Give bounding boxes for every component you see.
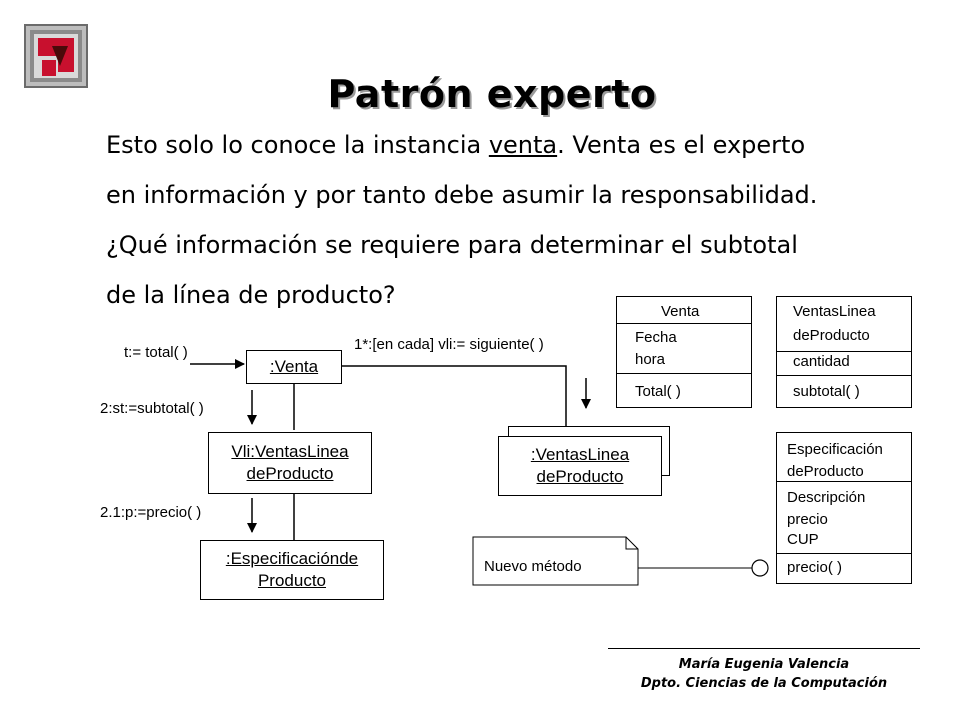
- class-vl-op-subtotal: subtotal( ): [793, 383, 860, 400]
- msg-total: t:= total( ): [124, 344, 188, 361]
- para-line-1a: Esto solo lo conoce la instancia: [106, 131, 489, 159]
- note-shape: [472, 536, 639, 586]
- class-vl-name-2: deProducto: [793, 327, 870, 344]
- class-esp-name-2: deProducto: [787, 463, 864, 480]
- class-venta-attr-fecha: Fecha: [635, 329, 677, 346]
- para-line-1: Esto solo lo conoce la instancia venta. …: [106, 120, 926, 170]
- logo-icon: [24, 24, 88, 88]
- para-line-4: de la línea de producto?: [106, 281, 396, 309]
- class-esp-op-precio: precio( ): [787, 559, 843, 576]
- class-vl-attr-cantidad: cantidad: [793, 353, 850, 370]
- class-esp-attr-descripcion: Descripción: [787, 489, 866, 506]
- para-line-2: en información y por tanto debe asumir l…: [106, 181, 818, 209]
- link-venta-multi: [340, 365, 567, 426]
- obj-vli: Vli:VentasLinea deProducto: [208, 432, 372, 494]
- obj-multi-line2: deProducto: [536, 467, 624, 486]
- obj-venta-label: :Venta: [269, 357, 319, 376]
- obj-venta: :Venta: [246, 350, 342, 384]
- class-especificacion: Especificación deProducto Descripción pr…: [776, 432, 912, 584]
- footer-author: María Eugenia Valencia: [678, 657, 850, 672]
- obj-espec-line2: Producto: [257, 571, 327, 590]
- msg-subtotal: 2:st:=subtotal( ): [100, 400, 204, 417]
- obj-espec-line1: :Especificaciónde: [225, 549, 359, 568]
- obj-especificacion: :Especificaciónde Producto: [200, 540, 384, 600]
- obj-vli-line1: Vli:VentasLinea: [231, 442, 349, 461]
- class-venta-attr-hora: hora: [635, 351, 666, 368]
- venta-underlined: venta: [488, 131, 558, 159]
- class-esp-attr-cup: CUP: [787, 531, 819, 548]
- class-esp-name-1: Especificación: [787, 441, 883, 458]
- obj-vli-line2: deProducto: [246, 464, 334, 483]
- page-title: Patrón experto: [327, 72, 657, 116]
- footer-department: Dpto. Ciencias de la Computación: [640, 676, 888, 691]
- class-vl-name-1: VentasLinea: [793, 303, 876, 320]
- para-line-1b: . Venta es el experto: [557, 131, 806, 159]
- class-venta-name: Venta: [661, 303, 700, 320]
- footer: María Eugenia Valencia Dpto. Ciencias de…: [608, 648, 920, 693]
- class-venta: Venta Fecha hora Total( ): [616, 296, 752, 408]
- obj-multi-line1: :VentasLinea: [530, 445, 630, 464]
- msg-siguiente: 1*:[en cada] vli:= siguiente( ): [354, 336, 544, 353]
- description-paragraph: Esto solo lo conoce la instancia venta. …: [106, 120, 926, 320]
- interface-circle: [751, 559, 769, 577]
- class-ventaslinea: VentasLinea deProducto cantidad subtotal…: [776, 296, 912, 408]
- para-line-3: ¿Qué información se requiere para determ…: [106, 231, 798, 259]
- msg-precio: 2.1:p:=precio( ): [100, 504, 202, 521]
- class-venta-op-total: Total( ): [635, 383, 681, 400]
- note-text: Nuevo método: [484, 558, 582, 575]
- class-esp-attr-precio: precio: [787, 511, 828, 528]
- obj-multi-ventaslinea: :VentasLinea deProducto: [498, 436, 662, 496]
